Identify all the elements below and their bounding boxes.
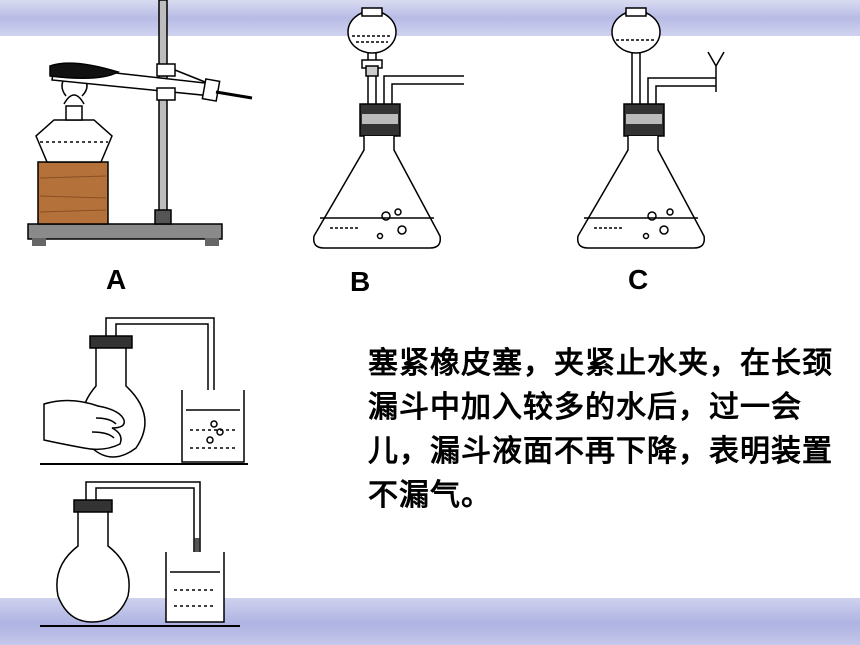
stand-base <box>27 223 223 240</box>
stand-rod <box>158 0 168 219</box>
conical-flask <box>312 136 442 249</box>
label-c: C <box>628 264 649 295</box>
apparatus-c <box>576 7 725 249</box>
apparatus-water-column <box>40 481 240 627</box>
apparatus-b <box>312 7 464 249</box>
long-neck-funnel <box>611 10 661 54</box>
alcohol-lamp <box>35 119 113 163</box>
caption-text: 塞紧橡皮塞，夹紧止水夹，在长颈漏斗中加入较多的水后，过一会儿，漏斗液面不再下降，… <box>368 346 833 513</box>
label-b: B <box>350 266 371 297</box>
separatory-funnel <box>347 10 397 54</box>
header-band <box>0 0 860 36</box>
label-a: A <box>106 264 127 295</box>
apparatus-hand-warm <box>40 317 248 465</box>
footer-band <box>0 598 860 645</box>
apparatus-a <box>27 0 253 246</box>
hand-icon <box>43 399 125 451</box>
pinch-clamp <box>707 51 725 92</box>
beaker <box>181 390 245 463</box>
wooden-block <box>37 161 109 225</box>
